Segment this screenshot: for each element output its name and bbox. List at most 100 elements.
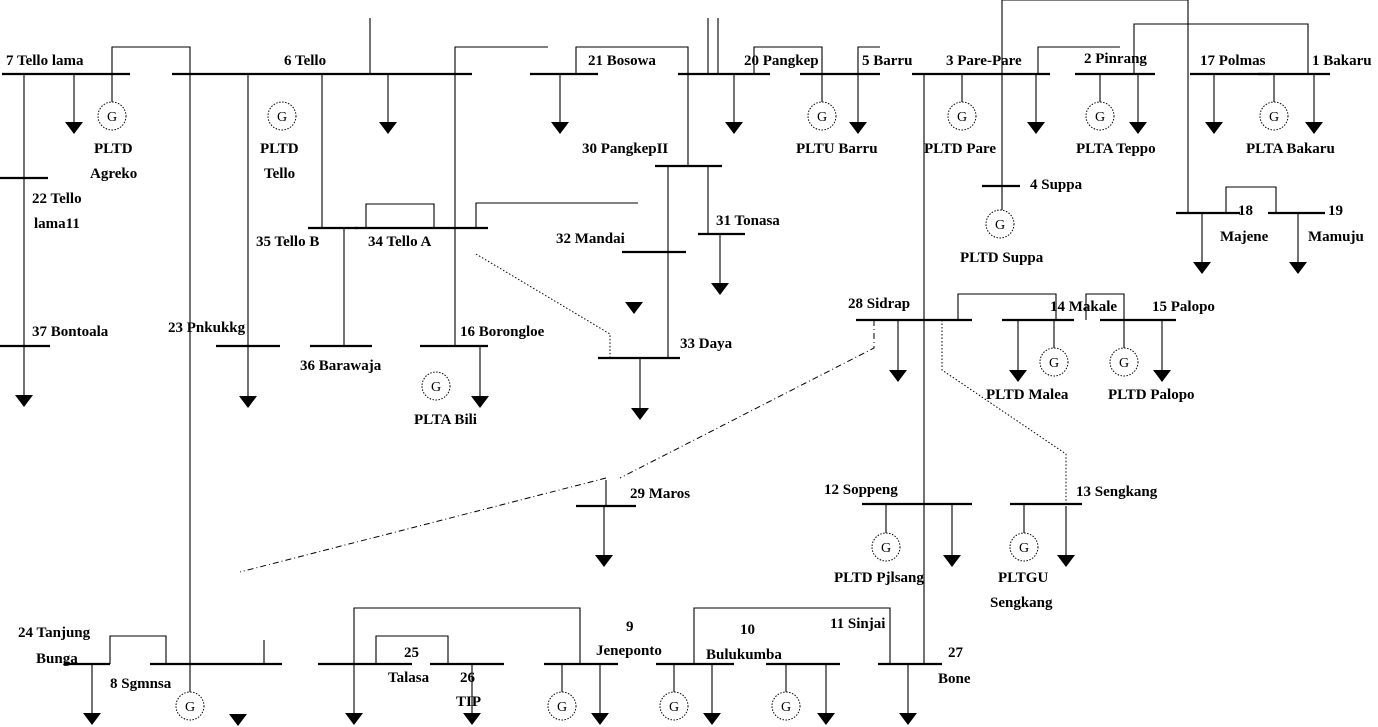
load-arrow	[1129, 122, 1147, 134]
label-bus-9-name: Jeneponto	[596, 643, 662, 659]
dashed-links	[239, 253, 1067, 573]
label-plant-palopo: PLTD Palopo	[1108, 387, 1195, 403]
svg-text:G: G	[107, 110, 117, 125]
label-bus-18: 18	[1238, 203, 1253, 219]
svg-text:G: G	[669, 700, 679, 715]
load-arrow	[1057, 555, 1075, 567]
label-bus-8: 8 Sgmnsa	[110, 676, 172, 692]
label-bus-20: 20 Pangkep	[744, 53, 819, 69]
load-arrow	[1205, 122, 1223, 134]
load-arrow	[943, 555, 961, 567]
load-arrow	[379, 122, 397, 134]
load-arrow	[551, 122, 569, 134]
label-bus-13: 13 Sengkang	[1076, 484, 1158, 500]
label-bus-19: 19	[1328, 203, 1343, 219]
label-bus-1: 1 Bakaru	[1312, 53, 1372, 69]
label-plant-teppo: PLTA Teppo	[1076, 141, 1156, 157]
label-plant-bili: PLTA Bili	[414, 412, 477, 428]
label-bus-31: 31 Tonasa	[716, 213, 780, 229]
label-bus-18-name: Majene	[1220, 229, 1269, 245]
label-bus-16: 16 Borongloe	[460, 324, 545, 340]
load-arrows	[15, 74, 1323, 726]
label-plant-tello-1: PLTD	[260, 141, 299, 157]
label-plant-sengkang-1: PLTGU	[998, 570, 1048, 586]
generator-pare: G	[947, 74, 977, 131]
busbars	[0, 72, 1330, 666]
svg-text:G: G	[817, 110, 827, 125]
label-bus-2: 2 Pinrang	[1084, 51, 1147, 67]
generator-sengkang: G	[1009, 504, 1039, 562]
label-bus-17: 17 Polmas	[1200, 53, 1266, 69]
load-arrow	[239, 396, 257, 408]
load-arrow	[1153, 370, 1171, 382]
load-arrow	[595, 555, 613, 567]
generator-jeneponto: G	[547, 664, 577, 721]
load-arrow	[65, 122, 83, 134]
generator-palopo: G	[1109, 347, 1139, 377]
load-arrow	[463, 713, 481, 725]
label-bus-27: 27	[948, 645, 964, 661]
label-plant-sengkang-2: Sengkang	[990, 595, 1053, 611]
generator-malea: G	[1039, 320, 1069, 377]
label-bus-30: 30 PangkepII	[582, 141, 668, 157]
load-arrow	[889, 370, 907, 382]
svg-text:G: G	[557, 700, 567, 715]
generator-sgmnsa: G	[175, 664, 205, 721]
label-bus-9: 9	[626, 619, 634, 635]
label-plant-pare: PLTD Pare	[924, 141, 996, 157]
generator-teppo: G	[1085, 74, 1115, 131]
label-bus-21: 21 Bosowa	[588, 53, 656, 69]
label-plant-agreko-1: PLTD	[94, 141, 133, 157]
svg-text:G: G	[1049, 356, 1059, 371]
load-arrow	[591, 713, 609, 725]
svg-text:G: G	[185, 700, 195, 715]
svg-text:G: G	[1019, 541, 1029, 556]
generator-agreko: G	[97, 74, 127, 131]
label-bus-24-line2: Bunga	[36, 651, 78, 667]
label-bus-33: 33 Daya	[680, 336, 733, 352]
label-bus-26-name: TIP	[456, 694, 481, 710]
label-bus-5: 5 Barru	[862, 53, 912, 69]
label-bus-15: 15 Palopo	[1152, 299, 1215, 315]
load-arrow	[1027, 122, 1045, 134]
svg-text:G: G	[1095, 110, 1105, 125]
svg-text:G: G	[957, 110, 967, 125]
label-bus-19-name: Mamuju	[1308, 229, 1364, 245]
label-bus-4: 4 Suppa	[1030, 177, 1083, 193]
svg-text:G: G	[431, 380, 441, 395]
generator-bili: G	[421, 371, 451, 401]
svg-text:G: G	[1119, 356, 1129, 371]
generator-barru: G	[807, 101, 837, 131]
label-plant-pjlsang: PLTD Pjlsang	[834, 570, 924, 586]
load-arrow	[1009, 370, 1027, 382]
load-arrow	[625, 302, 643, 314]
generator-pjlsang: G	[871, 504, 901, 562]
label-bus-25: 25	[404, 645, 419, 661]
generator-sinjai: G	[771, 664, 801, 721]
svg-text:G: G	[277, 110, 287, 125]
label-bus-14: 14 Makale	[1050, 299, 1117, 315]
label-plant-suppa: PLTD Suppa	[960, 250, 1044, 266]
load-arrow	[1193, 262, 1211, 274]
load-arrow	[703, 713, 721, 725]
load-arrow	[471, 396, 489, 408]
label-plant-agreko-2: Agreko	[90, 166, 137, 182]
generator-bakaru: G	[1259, 74, 1289, 131]
label-bus-22-line2: lama11	[34, 216, 80, 232]
label-bus-7: 7 Tello lama	[6, 53, 84, 69]
load-arrow	[345, 713, 363, 725]
svg-text:G: G	[781, 700, 791, 715]
generator-suppa: G	[985, 209, 1015, 239]
svg-text:G: G	[881, 541, 891, 556]
bus-labels: 7 Tello lama 6 Tello 21 Bosowa 20 Pangke…	[6, 51, 1372, 710]
svg-text:G: G	[1269, 110, 1279, 125]
label-bus-24-line1: 24 Tanjung	[18, 625, 91, 641]
load-arrow	[1289, 262, 1307, 274]
load-arrow	[711, 283, 729, 295]
load-arrow	[899, 713, 917, 725]
label-bus-23: 23 Pnkukkg	[168, 320, 246, 336]
label-bus-6: 6 Tello	[284, 53, 326, 69]
svg-text:G: G	[995, 218, 1005, 233]
label-bus-32: 32 Mandai	[556, 231, 625, 247]
